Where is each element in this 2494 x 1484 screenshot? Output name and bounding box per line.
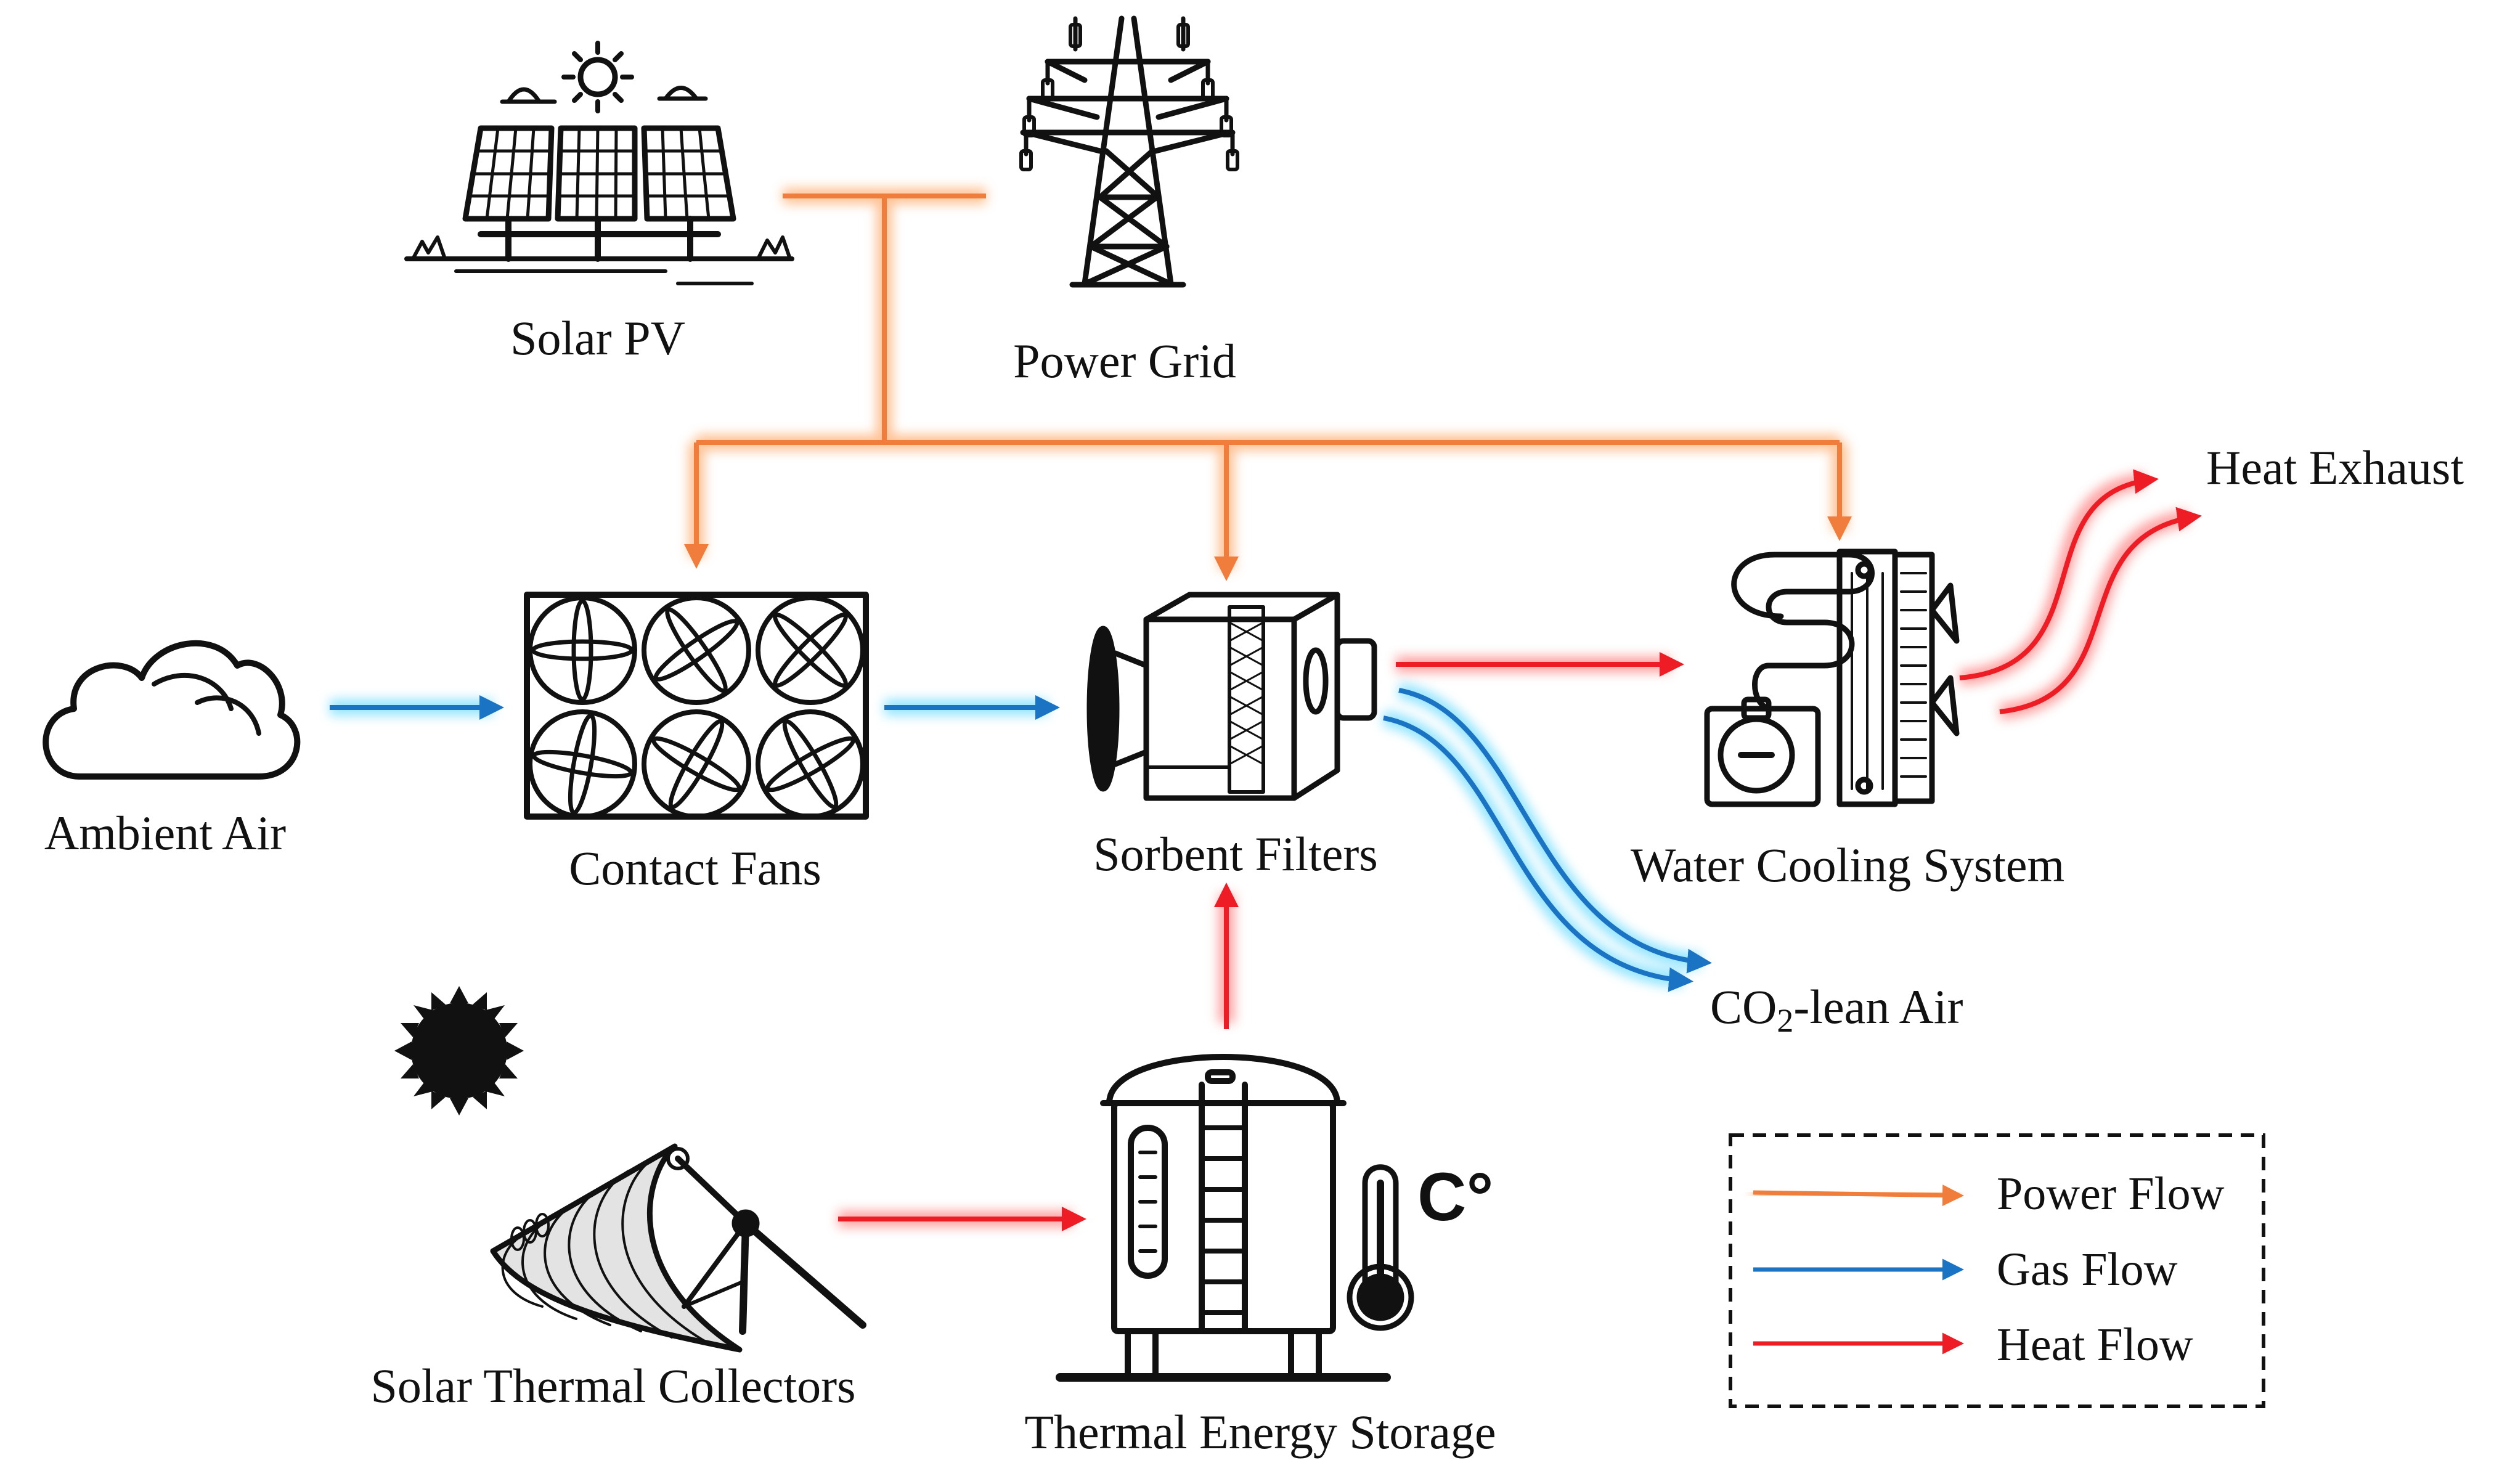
solar-pv-icon <box>404 41 794 285</box>
co2-lean-air-arrow-2 <box>1383 716 1693 992</box>
label-contact-fans: Contact Fans <box>569 841 821 895</box>
label-power-grid: Power Grid <box>1013 334 1236 388</box>
label-solar-thermal-collectors: Solar Thermal Collectors <box>370 1359 855 1413</box>
sorbent-filters-icon <box>1086 592 1377 801</box>
gas-flow-lines-glow <box>330 682 1701 988</box>
cloud-icon <box>43 640 301 780</box>
legend-box <box>1729 1133 2265 1408</box>
label-water-cooling-system: Water Cooling System <box>1631 838 2064 892</box>
temperature-unit-label: C° <box>1417 1159 1493 1235</box>
power-flow-lines-glow <box>688 188 1848 570</box>
thermometer-icon <box>1347 1164 1414 1331</box>
label-sorbent-filters: Sorbent Filters <box>1093 827 1378 881</box>
label-co2-lean-air: CO2-lean Air <box>1710 980 1963 1039</box>
solar-thermal-collector-icon <box>490 1143 866 1353</box>
legend-power-line <box>1753 1184 1964 1207</box>
label-heat-exhaust: Heat Exhaust <box>2206 441 2464 494</box>
label-ambient-air: Ambient Air <box>44 806 286 860</box>
legend: Power Flow Gas Flow Heat Flow <box>1729 1133 2265 1408</box>
legend-power-label: Power Flow <box>1997 1168 2225 1220</box>
contact-fans-icon <box>524 592 869 820</box>
heat-exhaust-arrow-1 <box>1959 469 2159 680</box>
heat-flow-lines <box>838 469 2202 1231</box>
co2-suffix: -lean Air <box>1793 980 1963 1034</box>
label-solar-pv: Solar PV <box>510 311 685 365</box>
power-flow-lines <box>684 194 1852 581</box>
co2-subscript: 2 <box>1777 1002 1793 1039</box>
legend-gas-label: Gas Flow <box>1997 1244 2178 1295</box>
thermal-storage-tank-icon <box>1056 1054 1391 1382</box>
water-cooling-icon <box>1704 548 1960 807</box>
legend-heat-label: Heat Flow <box>1997 1319 2193 1371</box>
label-thermal-energy-storage: Thermal Energy Storage <box>1024 1405 1496 1459</box>
sun-icon <box>394 986 524 1115</box>
gas-flow-lines <box>330 688 1712 992</box>
co2-lean-air-arrow-1 <box>1398 688 1712 974</box>
heat-exhaust-arrow-2 <box>1999 507 2202 714</box>
power-grid-icon <box>1019 15 1239 288</box>
co2-prefix: CO <box>1710 980 1777 1034</box>
